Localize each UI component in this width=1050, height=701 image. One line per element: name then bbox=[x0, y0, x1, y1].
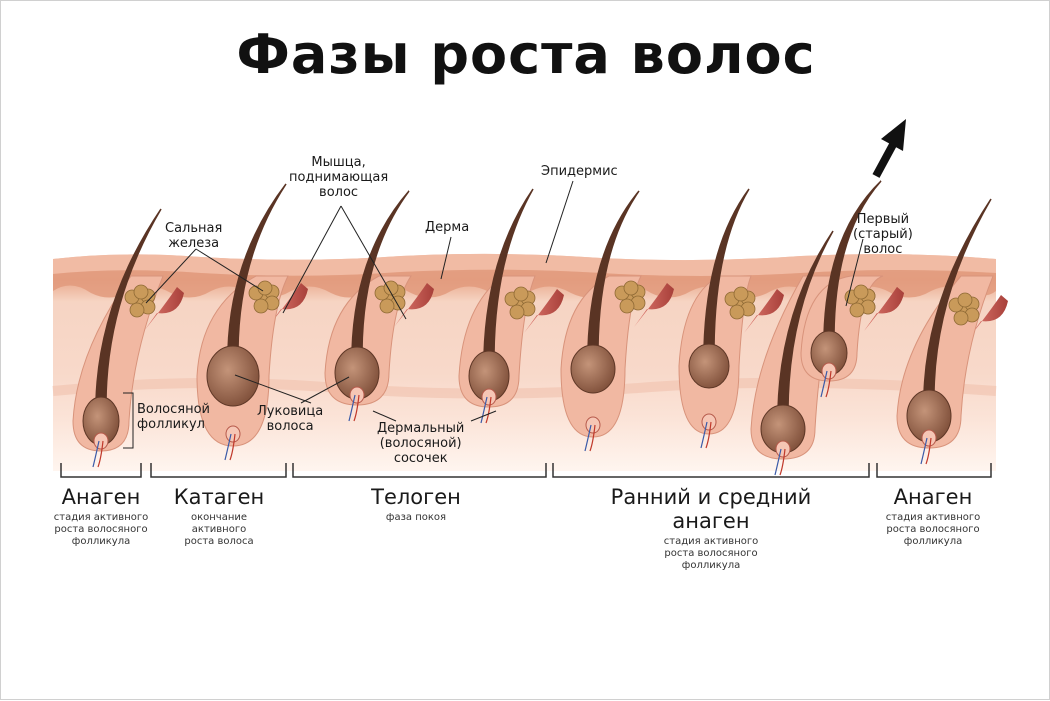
sebaceous-gland bbox=[129, 302, 145, 318]
phase-bracket bbox=[60, 463, 142, 478]
page-title: Фазы роста волос bbox=[236, 23, 816, 86]
vessel bbox=[485, 396, 492, 424]
hair-follicle bbox=[896, 198, 1008, 465]
sebaceous-gland bbox=[509, 304, 525, 320]
nerve bbox=[224, 433, 232, 461]
arrector-muscle bbox=[268, 283, 308, 327]
sebaceous-gland bbox=[253, 298, 269, 314]
nerve bbox=[700, 421, 708, 449]
arrector-muscle bbox=[744, 289, 784, 333]
nerve bbox=[920, 437, 928, 465]
vessel bbox=[825, 370, 832, 398]
dermal-papilla bbox=[481, 388, 497, 406]
sebaceous-gland bbox=[383, 280, 399, 296]
vessel bbox=[705, 421, 712, 449]
arrector-muscle bbox=[968, 295, 1008, 339]
hair-follicle bbox=[324, 190, 434, 422]
label-epidermis: Эпидермис bbox=[541, 164, 618, 179]
phase-bracket bbox=[292, 463, 547, 478]
sebaceous-gland bbox=[379, 298, 395, 314]
phase-anagen-2: Анаген стадия активного роста волосяного… bbox=[885, 485, 981, 547]
hair-bulb bbox=[206, 345, 260, 407]
sebaceous-gland bbox=[513, 286, 529, 302]
dermal-papilla bbox=[585, 416, 601, 434]
vessel bbox=[97, 440, 104, 468]
dermal-papilla bbox=[921, 429, 937, 447]
label-dermis: Дерма bbox=[425, 220, 470, 235]
hair-shaft bbox=[227, 183, 287, 351]
hair-follicle bbox=[458, 188, 564, 424]
phase-bracket bbox=[552, 463, 870, 478]
arrow-up-icon bbox=[872, 119, 906, 178]
hair-shaft bbox=[587, 190, 640, 350]
hair-shaft bbox=[95, 208, 162, 402]
hair-follicle bbox=[800, 180, 904, 398]
dermal-papilla bbox=[225, 425, 241, 443]
epidermis-layer bbox=[53, 253, 996, 276]
sebaceous-gland bbox=[849, 302, 865, 318]
dermal-papilla bbox=[349, 386, 365, 404]
phase-anagen-1: Анаген стадия активного роста волосяного… bbox=[53, 485, 149, 547]
hair-follicle bbox=[560, 190, 674, 452]
vessel bbox=[925, 437, 932, 465]
label-hair-bulb: Луковица волоса bbox=[257, 404, 324, 434]
label-arrector-muscle: Мышца, поднимающая волос bbox=[289, 155, 389, 200]
label-first-old-hair: Первый (старый) волос bbox=[853, 212, 913, 257]
nerve bbox=[820, 370, 828, 398]
hair-bulb bbox=[688, 343, 730, 389]
arrector-muscle bbox=[634, 283, 674, 327]
hair-bulb bbox=[570, 344, 616, 394]
dermal-papilla bbox=[93, 432, 109, 450]
hair-shaft bbox=[351, 190, 410, 352]
nerve bbox=[92, 440, 100, 468]
hair-shaft bbox=[923, 198, 992, 395]
nerve bbox=[348, 394, 356, 422]
hair-follicle bbox=[72, 208, 184, 468]
phase-bracket bbox=[876, 463, 992, 478]
sebaceous-gland bbox=[733, 286, 749, 302]
nerve bbox=[584, 424, 592, 452]
arrector-muscle bbox=[144, 287, 184, 331]
hair-shaft bbox=[703, 188, 750, 349]
phase-bracket bbox=[150, 463, 287, 478]
arrector-muscle bbox=[524, 289, 564, 333]
vessel bbox=[353, 394, 360, 422]
dermal-papilla bbox=[701, 413, 717, 431]
phase-catagen: Катаген окончание активного роста волоса bbox=[173, 485, 265, 547]
sebaceous-gland bbox=[957, 292, 973, 308]
sebaceous-gland bbox=[853, 284, 869, 300]
phase-brackets bbox=[60, 463, 992, 478]
sebaceous-gland bbox=[257, 280, 273, 296]
dermal-papilla bbox=[821, 362, 837, 380]
vessel bbox=[589, 424, 596, 452]
label-dermal-papilla: Дермальный (волосяной) сосочек bbox=[377, 421, 465, 466]
pointer-lines bbox=[123, 180, 864, 449]
dermal-papilla bbox=[775, 440, 791, 458]
hair-shaft bbox=[777, 230, 834, 410]
vessel bbox=[229, 433, 236, 461]
nerve bbox=[774, 448, 782, 476]
hair-follicle bbox=[196, 183, 308, 461]
hair-follicle bbox=[678, 188, 784, 449]
arrector-muscle bbox=[394, 283, 434, 327]
sebaceous-gland bbox=[619, 298, 635, 314]
sebaceous-gland bbox=[133, 284, 149, 300]
vessel bbox=[779, 448, 786, 476]
label-hair-follicle: Волосяной фолликул bbox=[137, 402, 211, 432]
arrector-muscle bbox=[864, 287, 904, 331]
sebaceous-gland bbox=[729, 304, 745, 320]
phase-telogen: Телоген фаза покоя bbox=[371, 485, 461, 523]
sebaceous-gland bbox=[623, 280, 639, 296]
phase-early-mid-anagen: Ранний и средний анаген стадия активного… bbox=[610, 485, 812, 571]
sebaceous-gland bbox=[953, 310, 969, 326]
label-sebaceous-gland: Сальная железа bbox=[165, 221, 223, 251]
hair-shaft bbox=[823, 180, 882, 336]
nerve bbox=[480, 396, 488, 424]
hair-shaft bbox=[483, 188, 534, 356]
